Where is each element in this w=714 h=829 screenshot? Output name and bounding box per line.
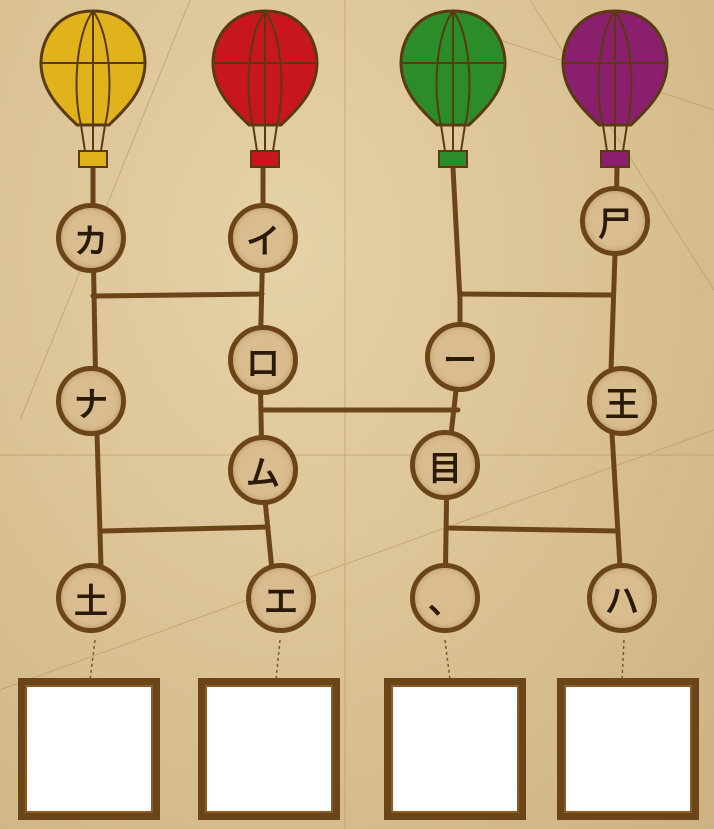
rung-3-4-top	[460, 294, 612, 295]
node-col2-1[interactable]: イ	[228, 203, 298, 273]
node-col3-2[interactable]: 目	[410, 430, 480, 500]
hot-air-balloon-green-icon	[395, 5, 511, 175]
hot-air-balloon-purple-icon	[557, 5, 673, 175]
node-col1-2[interactable]: ナ	[56, 366, 126, 436]
rung-1-2-bottom	[103, 527, 268, 531]
hot-air-balloon-yellow-icon	[35, 5, 151, 175]
node-col4-1[interactable]: 尸	[580, 186, 650, 256]
rung-3-4-bottom	[447, 528, 618, 531]
node-col2-2[interactable]: ロ	[228, 325, 298, 395]
node-col4-3[interactable]: ハ	[587, 563, 657, 633]
node-col2-3[interactable]: ム	[228, 435, 298, 505]
rung-1-2-top	[93, 294, 262, 296]
node-col3-3[interactable]: 、	[410, 563, 480, 633]
node-col2-4[interactable]: エ	[246, 563, 316, 633]
answer-slot-4[interactable]	[557, 678, 699, 820]
answer-slot-3[interactable]	[384, 678, 526, 820]
node-col1-1[interactable]: カ	[56, 203, 126, 273]
node-col3-1[interactable]: ー	[425, 322, 495, 392]
hot-air-balloon-red-icon	[207, 5, 323, 175]
node-col4-2[interactable]: 王	[587, 366, 657, 436]
answer-slot-1[interactable]	[18, 678, 160, 820]
answer-slot-2[interactable]	[198, 678, 340, 820]
node-col1-3[interactable]: 土	[56, 563, 126, 633]
